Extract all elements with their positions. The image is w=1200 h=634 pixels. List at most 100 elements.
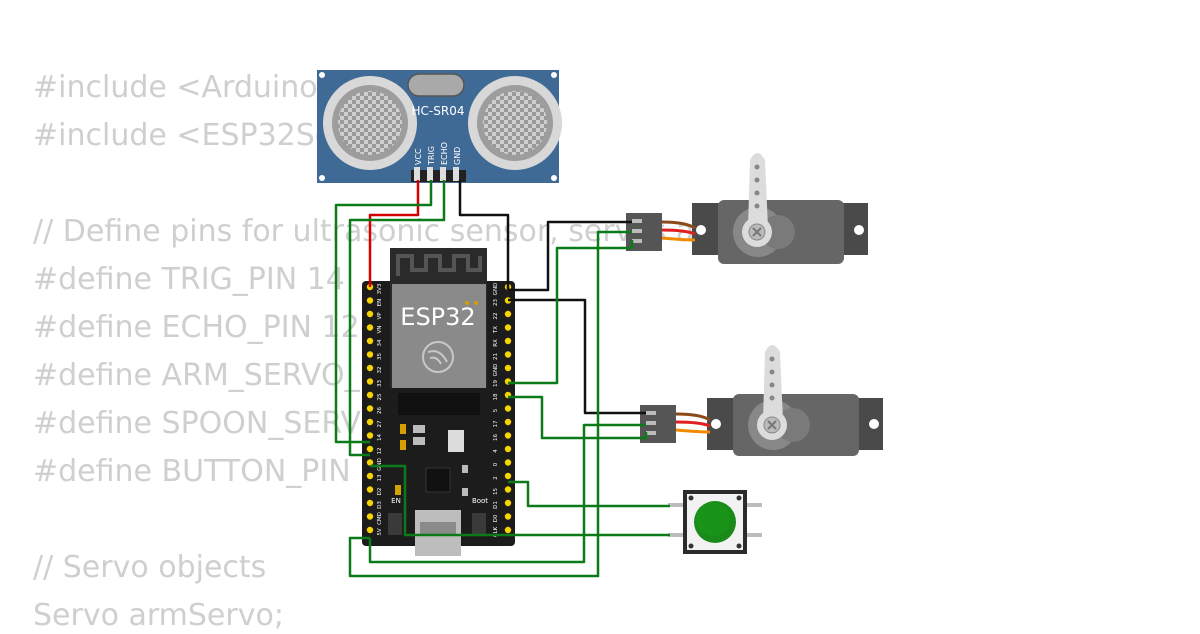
horn-hole <box>769 356 775 362</box>
smd-capacitor <box>395 485 401 495</box>
left-pin-label: 32 <box>377 367 383 374</box>
button-lead <box>668 503 686 507</box>
right-pin-label: 22 <box>493 313 499 320</box>
right-pin[interactable] <box>504 459 512 466</box>
pin-gnd[interactable] <box>453 167 459 181</box>
right-pin[interactable] <box>504 324 512 331</box>
wire-trig <box>334 180 433 444</box>
servo-horn[interactable] <box>748 153 768 228</box>
espressif-logo-mark <box>427 350 448 365</box>
left-pin[interactable] <box>366 364 374 372</box>
right-pin-label: 23 <box>493 299 499 306</box>
horn-hole <box>769 382 775 388</box>
left-pin[interactable] <box>366 310 374 318</box>
push-button[interactable] <box>668 490 762 554</box>
corner-dot <box>688 495 694 501</box>
left-pin[interactable] <box>366 391 374 399</box>
left-pin[interactable] <box>366 526 374 534</box>
left-pin-label: VP <box>377 312 383 320</box>
right-pin-label: 17 <box>493 420 499 427</box>
right-pin[interactable] <box>504 405 512 412</box>
pin-trig[interactable] <box>427 167 433 181</box>
right-pin[interactable] <box>504 486 512 493</box>
right-pin[interactable] <box>504 445 512 453</box>
smd-component <box>462 488 468 496</box>
wire-servo2-signal <box>508 395 648 440</box>
boot-label: Boot <box>472 497 488 505</box>
left-pin[interactable] <box>366 432 374 439</box>
left-pin-label: 3V3 <box>377 283 383 294</box>
right-pin-label: 19 <box>493 380 499 387</box>
esp32-board[interactable]: ESP32 EN Boot 3V3ENVPVN34353233252627141… <box>362 248 515 556</box>
transducer-right-mesh <box>483 91 547 155</box>
code-line: #define TRIG_PIN 14 <box>33 262 345 297</box>
wire-button-signal <box>508 480 670 508</box>
servo-wire-red <box>675 420 711 428</box>
right-pin[interactable] <box>504 337 512 345</box>
servo-gear <box>761 215 795 249</box>
horn-hole <box>754 177 760 183</box>
connector-pin <box>646 411 656 415</box>
pin-label-vcc: VCC <box>414 148 423 165</box>
left-pin[interactable] <box>366 513 374 520</box>
boot-button[interactable] <box>472 513 486 535</box>
right-pin[interactable] <box>504 432 512 439</box>
screw-cross-icon <box>752 227 762 237</box>
left-pin-label: 33 <box>377 380 383 387</box>
code-line: // Servo objects <box>33 550 267 585</box>
screw-cross-icon <box>767 420 777 430</box>
ultrasonic-sensor[interactable]: HC-SR04 VCC TRIG ECHO GND <box>317 70 562 183</box>
left-pin-label: 34 <box>377 339 383 346</box>
right-pin[interactable] <box>504 364 512 372</box>
right-pin-label: GND <box>493 364 499 377</box>
rf-shield <box>392 284 486 388</box>
left-pin[interactable] <box>366 499 374 507</box>
corner-dot <box>736 543 742 549</box>
wiring <box>334 180 670 578</box>
spoon-servo[interactable] <box>640 345 883 456</box>
antenna-trace <box>396 254 482 276</box>
right-pin[interactable] <box>504 526 512 534</box>
horn-hole <box>754 190 760 196</box>
pin-vcc[interactable] <box>414 167 420 181</box>
regulator <box>448 430 464 452</box>
left-pin[interactable] <box>366 297 374 304</box>
right-pin-label: CLK <box>493 526 499 537</box>
espressif-logo-icon <box>422 341 454 373</box>
left-pin[interactable] <box>366 459 374 466</box>
en-button[interactable] <box>388 513 402 535</box>
servo-wire-orange <box>661 236 696 242</box>
left-pin[interactable] <box>366 405 374 412</box>
pin-label-gnd: GND <box>453 147 462 165</box>
wire-servo1-gnd <box>508 220 632 292</box>
left-pin[interactable] <box>366 418 374 426</box>
servo-gear <box>776 408 810 442</box>
left-pin[interactable] <box>366 337 374 345</box>
wire-sensor-gnd <box>458 180 510 290</box>
pin-echo[interactable] <box>440 167 446 181</box>
corner-dot <box>736 495 742 501</box>
button-cap-highlight <box>696 502 730 536</box>
left-pin[interactable] <box>366 445 374 453</box>
left-pin-label: 13 <box>377 474 383 481</box>
right-pin[interactable] <box>504 310 512 318</box>
usb-port <box>420 522 456 534</box>
right-pin-label: 18 <box>493 393 499 400</box>
right-pin[interactable] <box>504 499 512 507</box>
left-pin[interactable] <box>366 472 374 480</box>
connector-pin <box>632 229 642 233</box>
right-pin[interactable] <box>504 351 512 358</box>
right-pin[interactable] <box>504 418 512 426</box>
mount-hole <box>319 175 325 181</box>
left-pin-label: EN <box>377 299 383 307</box>
left-pin[interactable] <box>366 351 374 358</box>
left-pin[interactable] <box>366 486 374 493</box>
left-pin[interactable] <box>366 378 374 385</box>
left-pin[interactable] <box>366 324 374 331</box>
right-pin[interactable] <box>504 472 512 480</box>
right-pin[interactable] <box>504 513 512 520</box>
arm-servo[interactable] <box>626 153 868 264</box>
wire-servo2-vcc <box>368 423 646 564</box>
left-pin-label: 25 <box>377 393 383 400</box>
button-lead <box>668 533 686 537</box>
